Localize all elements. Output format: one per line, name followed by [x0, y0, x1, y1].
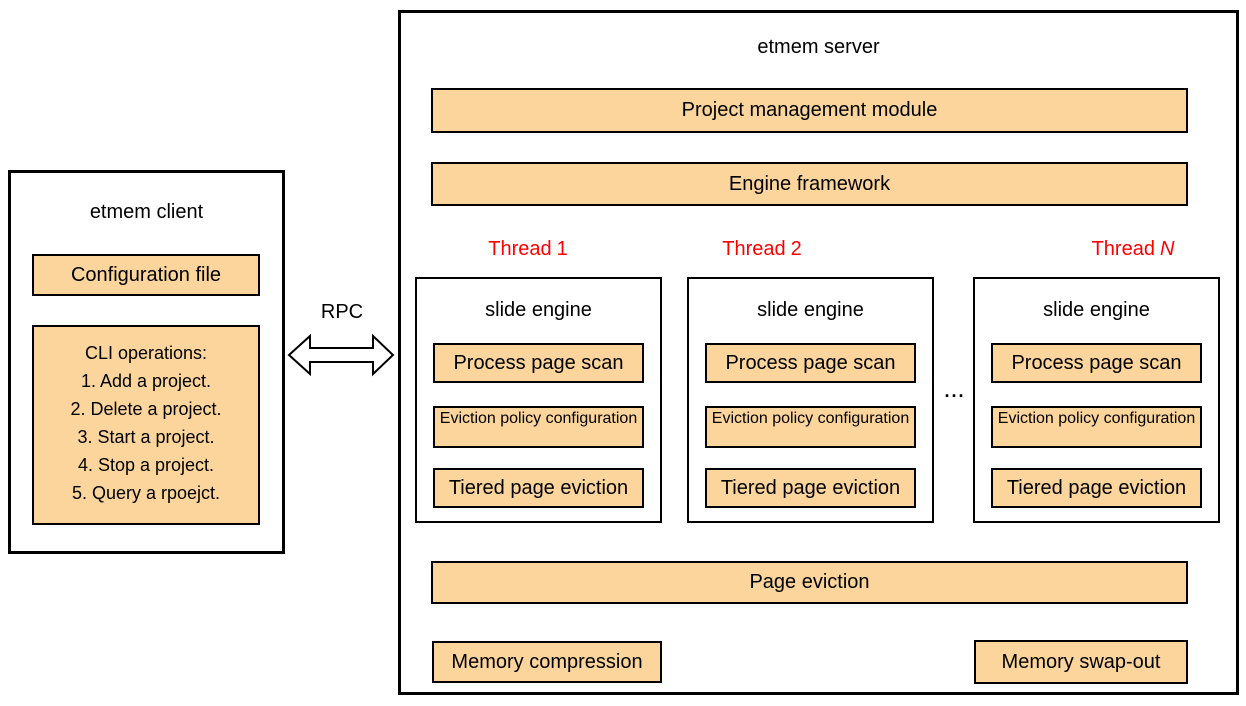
client-title: etmem client [89, 201, 204, 223]
cli-item: 2. Delete a project. [70, 399, 222, 419]
slide-engine-box-1: slide engine Process page scan Eviction … [415, 277, 662, 523]
tiered-page-eviction-box: Tiered page eviction [433, 468, 644, 508]
eviction-policy-configuration-box: Eviction policy configuration [433, 406, 644, 448]
tiered-page-eviction-box: Tiered page eviction [705, 468, 916, 508]
cli-item: 4. Stop a project. [77, 455, 215, 475]
slide-engine-title: slide engine [1043, 299, 1150, 321]
server-title: etmem server [757, 36, 880, 58]
more-engines-ellipsis: ... [944, 381, 966, 401]
cli-operations-box: CLI operations: 1. Add a project. 2. Del… [32, 325, 260, 525]
process-page-scan-box: Process page scan [705, 343, 916, 383]
eviction-policy-configuration-box: Eviction policy configuration [705, 406, 916, 448]
etmem-client-box: etmem client Configuration file CLI oper… [8, 170, 285, 554]
rpc-double-arrow [287, 333, 395, 377]
cli-item: 1. Add a project. [80, 371, 212, 391]
project-management-module-bar: Project management module [431, 88, 1188, 133]
etmem-server-box: etmem server Project management module E… [398, 10, 1239, 695]
slide-engine-title: slide engine [757, 299, 864, 321]
slide-engine-box-2: slide engine Process page scan Eviction … [687, 277, 934, 523]
page-eviction-bar: Page eviction [431, 561, 1188, 604]
engine-framework-bar: Engine framework [431, 162, 1188, 206]
tiered-page-eviction-box: Tiered page eviction [991, 468, 1202, 508]
eviction-policy-configuration-box: Eviction policy configuration [991, 406, 1202, 448]
cli-heading: CLI operations: [84, 343, 208, 363]
process-page-scan-box: Process page scan [991, 343, 1202, 383]
slide-engine-box-3: slide engine Process page scan Eviction … [973, 277, 1220, 523]
cli-item: 5. Query a rpoejct. [71, 483, 221, 503]
memory-swap-out-box: Memory swap-out [974, 640, 1188, 684]
slide-engine-title: slide engine [485, 299, 592, 321]
memory-compression-box: Memory compression [432, 641, 662, 683]
configuration-file-box: Configuration file [32, 254, 260, 296]
cli-item: 3. Start a project. [77, 427, 215, 447]
process-page-scan-box: Process page scan [433, 343, 644, 383]
rpc-label: RPC [320, 301, 364, 323]
